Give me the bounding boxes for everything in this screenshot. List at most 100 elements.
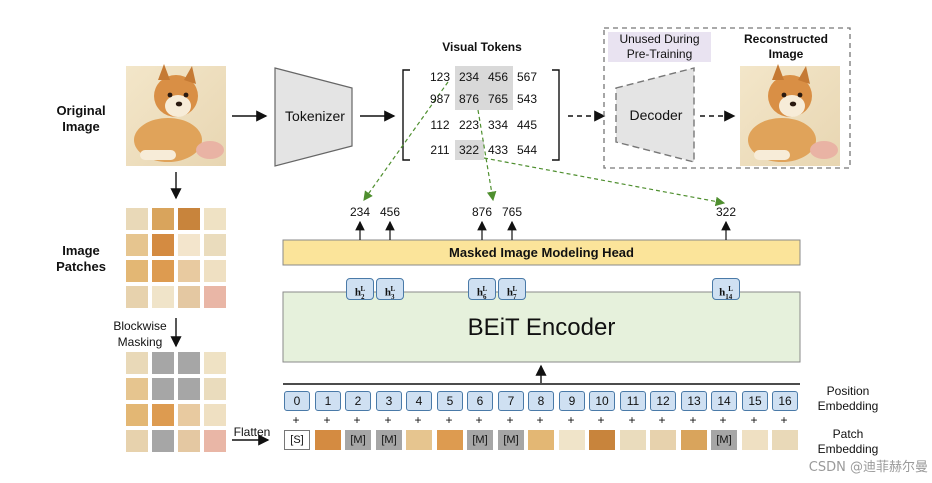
arrow-green-234	[363, 81, 449, 201]
hidden-state-box: h3L	[376, 278, 404, 301]
token-cell-highlight	[484, 88, 513, 110]
image-patch	[152, 234, 174, 256]
predicted-token: 876	[471, 205, 493, 219]
token-cell: 112	[430, 118, 450, 132]
patch-embedding-label: Patch Embedding	[817, 427, 879, 456]
special-token-embedding: [S]	[284, 430, 310, 450]
predicted-token: 322	[715, 205, 737, 219]
position-embedding: 1	[315, 391, 341, 411]
patch-embedding	[315, 430, 341, 450]
token-cell: 223	[458, 118, 480, 132]
plus-sign: +	[750, 413, 758, 427]
token-cell-highlight	[484, 66, 513, 88]
encoder-label: BEiT Encoder	[467, 314, 616, 341]
plus-sign: +	[689, 413, 697, 427]
image-patches-label: Image Patches	[56, 243, 106, 274]
mim-head-label: Masked Image Modeling Head	[449, 245, 634, 260]
position-embedding: 4	[406, 391, 432, 411]
token-cell: 765	[487, 92, 509, 106]
mask-token-embedding: [M]	[376, 430, 402, 450]
image-patch	[204, 260, 226, 282]
token-cell: 234	[458, 70, 480, 84]
plus-sign: +	[445, 413, 453, 427]
predicted-token: 765	[501, 205, 523, 219]
token-cell: 456	[487, 70, 509, 84]
token-cell: 445	[516, 118, 538, 132]
original-image-label: Original Image	[56, 103, 106, 134]
position-embedding: 15	[742, 391, 768, 411]
image-patch	[126, 260, 148, 282]
masked-patch	[178, 352, 200, 374]
decoder-shape	[615, 67, 695, 163]
masked-patches-grid	[126, 352, 226, 452]
patch-embedding	[528, 430, 554, 450]
position-embedding: 8	[528, 391, 554, 411]
image-patch	[152, 208, 174, 230]
image-patch	[126, 404, 148, 426]
predicted-token: 456	[379, 205, 401, 219]
plus-sign: +	[628, 413, 636, 427]
arrow-green-765	[477, 109, 497, 202]
plus-sign: +	[292, 413, 300, 427]
mask-token-embedding: [M]	[498, 430, 524, 450]
image-patch	[204, 404, 226, 426]
image-patch	[178, 260, 200, 282]
plus-sign: +	[414, 413, 422, 427]
blockwise-masking-label: Blockwise Masking	[113, 319, 167, 349]
mim-head-box	[282, 239, 801, 266]
plus-sign: +	[323, 413, 331, 427]
patch-embedding	[681, 430, 707, 450]
masked-patch	[152, 430, 174, 452]
position-embedding: 0	[284, 391, 310, 411]
original-image	[126, 64, 226, 166]
image-patch	[126, 286, 148, 308]
image-patch	[126, 430, 148, 452]
unused-region-box	[603, 27, 851, 169]
image-patch	[178, 430, 200, 452]
image-patch	[204, 378, 226, 400]
token-cell: 433	[487, 143, 509, 157]
image-patch	[152, 286, 174, 308]
image-patch	[204, 286, 226, 308]
position-embedding: 13	[681, 391, 707, 411]
image-patches-grid	[126, 208, 226, 308]
token-cell: 543	[516, 92, 538, 106]
image-patch	[126, 378, 148, 400]
encoder-box	[282, 291, 801, 363]
patch-embedding	[406, 430, 432, 450]
watermark-text: CSDN @迪菲赫尔曼	[808, 460, 928, 475]
token-cell: 876	[458, 92, 480, 106]
hidden-state-box: h6L	[468, 278, 496, 301]
token-cell: 334	[487, 118, 509, 132]
plus-sign: +	[719, 413, 727, 427]
position-embedding: 5	[437, 391, 463, 411]
image-patch	[126, 352, 148, 374]
masked-patch	[152, 378, 174, 400]
position-embedding: 14	[711, 391, 737, 411]
patch-embedding	[589, 430, 615, 450]
unused-label-bg	[608, 32, 711, 62]
position-embedding: 10	[589, 391, 615, 411]
plus-sign: +	[567, 413, 575, 427]
token-cell: 123	[429, 70, 451, 84]
position-embedding: 7	[498, 391, 524, 411]
token-cell: 544	[516, 143, 538, 157]
image-patch	[204, 208, 226, 230]
plus-sign: +	[597, 413, 605, 427]
position-embedding: 6	[467, 391, 493, 411]
image-patch	[152, 404, 174, 426]
patch-embedding	[437, 430, 463, 450]
position-embedding: 11	[620, 391, 646, 411]
image-patch	[178, 208, 200, 230]
flatten-label: Flatten	[233, 425, 271, 439]
visual-tokens-title: Visual Tokens	[442, 40, 522, 54]
image-patch	[126, 234, 148, 256]
image-patch	[178, 404, 200, 426]
plus-sign: +	[353, 413, 361, 427]
hidden-state-box: h14L	[712, 278, 740, 301]
plus-sign: +	[506, 413, 514, 427]
predicted-token: 234	[349, 205, 371, 219]
patch-embedding	[559, 430, 585, 450]
image-patch	[126, 208, 148, 230]
